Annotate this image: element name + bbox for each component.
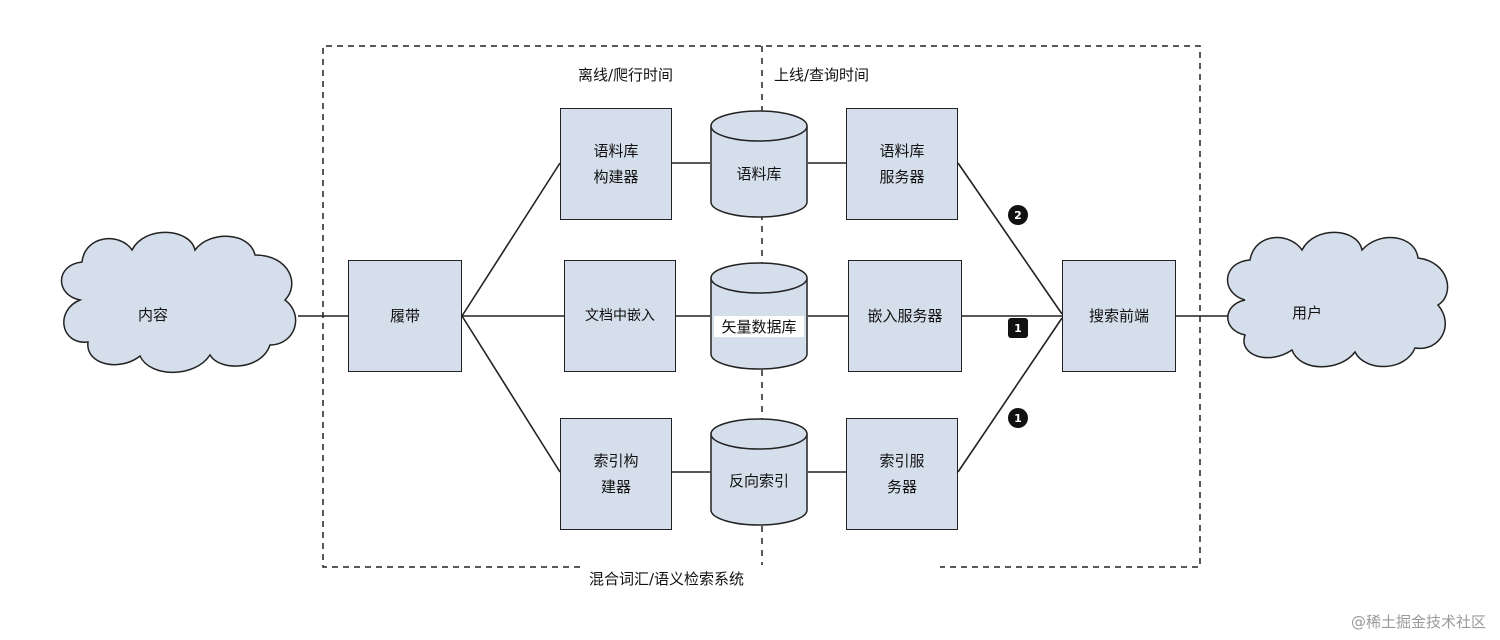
index-server-node: 索引服 务器 xyxy=(846,418,958,530)
watermark: @稀土掘金技术社区 xyxy=(1350,613,1486,631)
corpus-builder-node: 语料库 构建器 xyxy=(560,108,672,220)
system-boundary xyxy=(322,45,1201,568)
index-builder-label: 索引构 建器 xyxy=(593,452,639,496)
edge-footprint-index-builder xyxy=(461,315,561,473)
doc-embed-node: 文档中嵌入 xyxy=(564,260,676,372)
search-frontend-node: 搜索前端 xyxy=(1062,260,1176,372)
vector-db-node: 矢量数据库 xyxy=(710,262,808,370)
connectors xyxy=(298,162,1230,473)
edge-corpus-server-frontend xyxy=(957,162,1063,315)
footprint-node: 履带 xyxy=(348,260,462,372)
step-badge-middle: 1 xyxy=(1008,318,1028,338)
corpus-builder-label: 语料库 构建器 xyxy=(593,142,639,186)
content-label: 内容 xyxy=(138,306,169,324)
search-frontend-label: 搜索前端 xyxy=(1088,307,1149,325)
step-badge-bottom: 1 xyxy=(1008,408,1028,428)
vector-db-label: 矢量数据库 xyxy=(714,316,804,337)
inverted-index-node: 反向索引 xyxy=(710,418,808,526)
index-server-label: 索引服 务器 xyxy=(879,452,925,496)
edge-index-server-frontend xyxy=(957,317,1063,473)
cylinder-shape xyxy=(710,418,808,526)
content-cloud xyxy=(60,231,297,374)
step-badge-top: 2 xyxy=(1008,205,1028,225)
embed-server-node: 嵌入服务器 xyxy=(848,260,962,372)
cylinder-shape xyxy=(710,110,808,218)
edge-footprint-corpus-builder xyxy=(461,162,561,317)
corpus-db-label: 语料库 xyxy=(736,165,782,183)
footprint-label: 履带 xyxy=(389,307,420,325)
user-cloud xyxy=(1226,231,1449,368)
corpus-server-node: 语料库 服务器 xyxy=(846,108,958,220)
online-label: 上线/查询时间 xyxy=(774,64,870,85)
doc-embed-label: 文档中嵌入 xyxy=(585,308,655,324)
corpus-server-label: 语料库 服务器 xyxy=(879,142,925,186)
offline-label: 离线/爬行时间 xyxy=(578,64,674,85)
system-label: 混合词汇/语义检索系统 xyxy=(585,568,749,589)
embed-server-label: 嵌入服务器 xyxy=(867,307,943,325)
user-label: 用户 xyxy=(1292,304,1323,322)
corpus-db-node: 语料库 xyxy=(710,110,808,218)
inverted-index-label: 反向索引 xyxy=(728,472,789,490)
index-builder-node: 索引构 建器 xyxy=(560,418,672,530)
